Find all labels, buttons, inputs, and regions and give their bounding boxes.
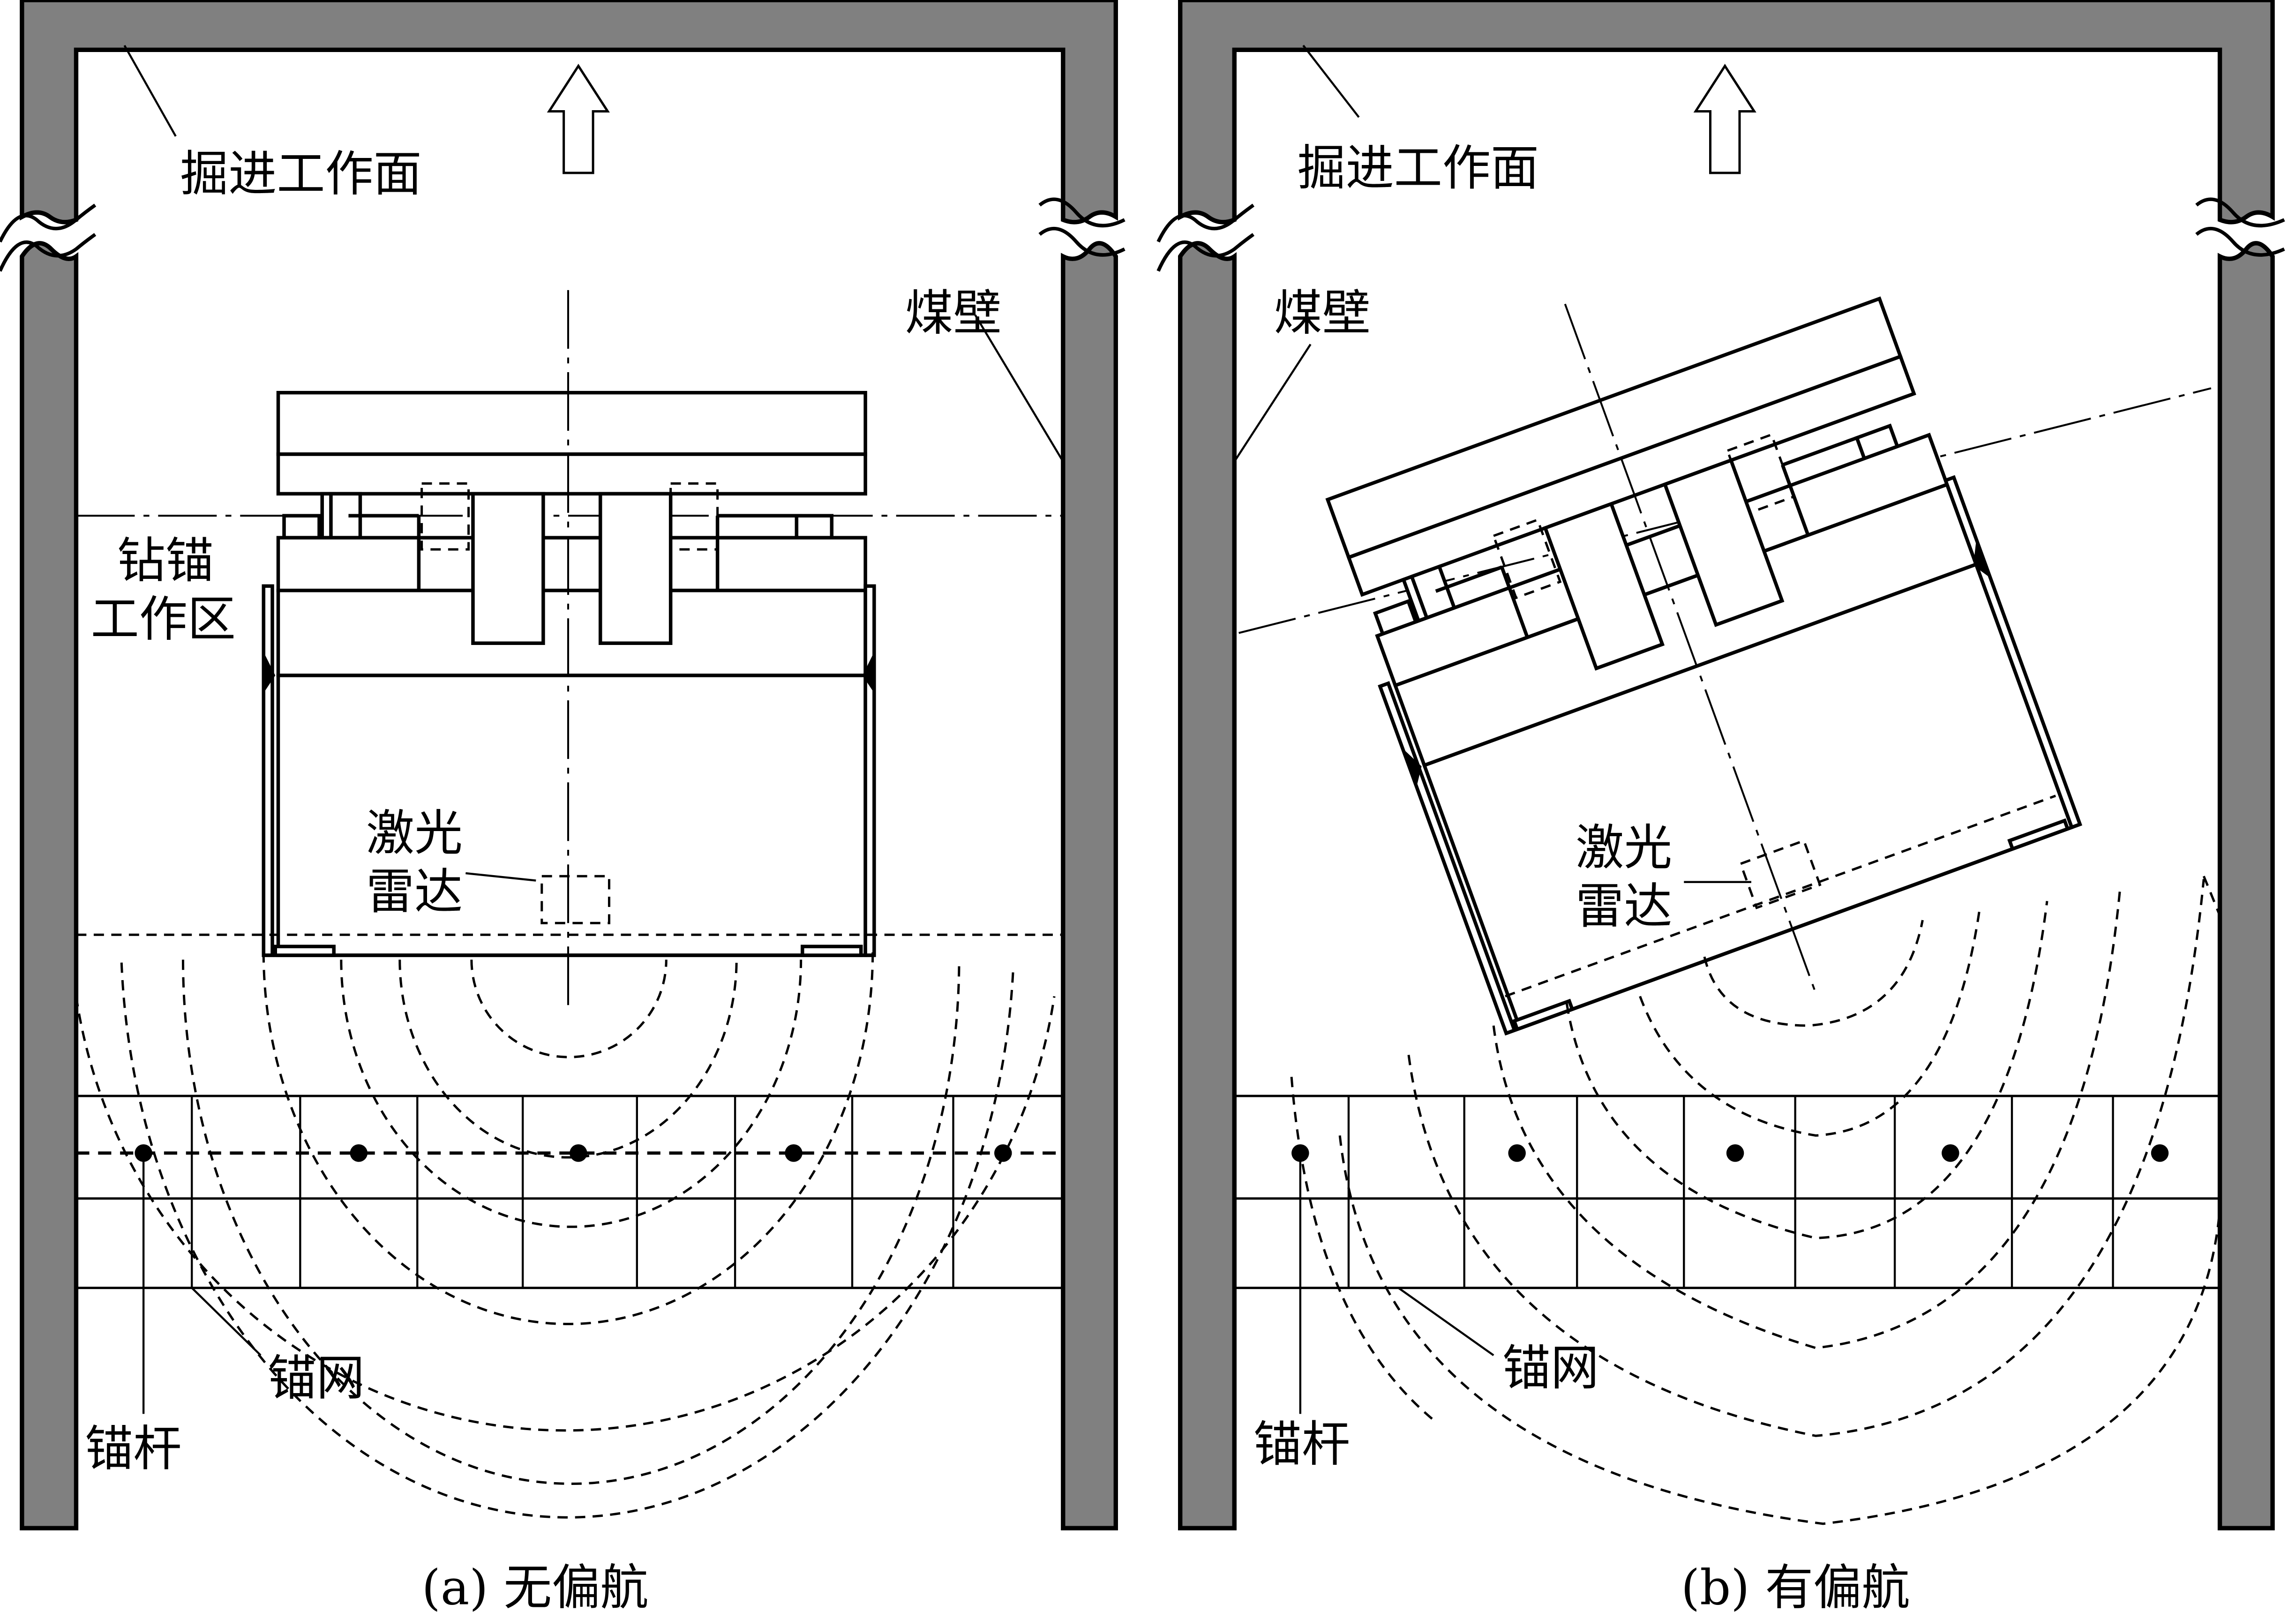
advance-arrow-icon (547, 64, 610, 174)
label-face-b: 掘进工作面 (1298, 140, 1539, 196)
label-face: 掘进工作面 (180, 146, 421, 202)
coal-wall-left (20, 241, 79, 1530)
coal-wall-left-top (20, 0, 1118, 225)
coal-wall-left-b (1178, 241, 1237, 1530)
label-lidar-1-b: 激光 (1576, 820, 1672, 876)
anchor-bolts (135, 1144, 1012, 1162)
label-bolt-b: 锚杆 (1253, 1416, 1350, 1472)
label-work-zone-2: 工作区 (91, 592, 236, 648)
label-work-zone-1: 钻锚 (117, 533, 214, 589)
advance-arrow-icon-b (1693, 64, 1756, 174)
coal-wall-right (1061, 241, 1118, 1530)
label-wall-b: 煤壁 (1274, 285, 1371, 341)
anchor-mesh-b (1234, 1094, 2220, 1289)
lidar-scan-arcs-b (1290, 876, 2221, 1525)
panel-b: 掘进工作面 煤壁 激光 雷达 (1156, 0, 2285, 1616)
anchor-drill-machine-b (1279, 199, 2103, 1096)
coal-wall-top-b (1178, 0, 2275, 225)
caption-a: (a) 无偏航 (422, 1560, 649, 1616)
panel-a: 掘进工作面 煤壁 钻锚 工作区 激光 雷达 (0, 0, 1125, 1616)
coal-wall-right-b (2217, 241, 2275, 1530)
label-bolt: 锚杆 (85, 1421, 181, 1477)
label-lidar-1: 激光 (366, 805, 463, 862)
anchor-bolts-b (1291, 1144, 2169, 1162)
label-lidar-2-b: 雷达 (1576, 878, 1672, 935)
caption-b: (b) 有偏航 (1681, 1560, 1910, 1616)
label-lidar-2: 雷达 (366, 864, 463, 920)
label-mesh: 锚网 (268, 1350, 365, 1407)
label-mesh-b: 锚网 (1502, 1340, 1599, 1396)
lidar-scan-arcs (75, 952, 1056, 1519)
